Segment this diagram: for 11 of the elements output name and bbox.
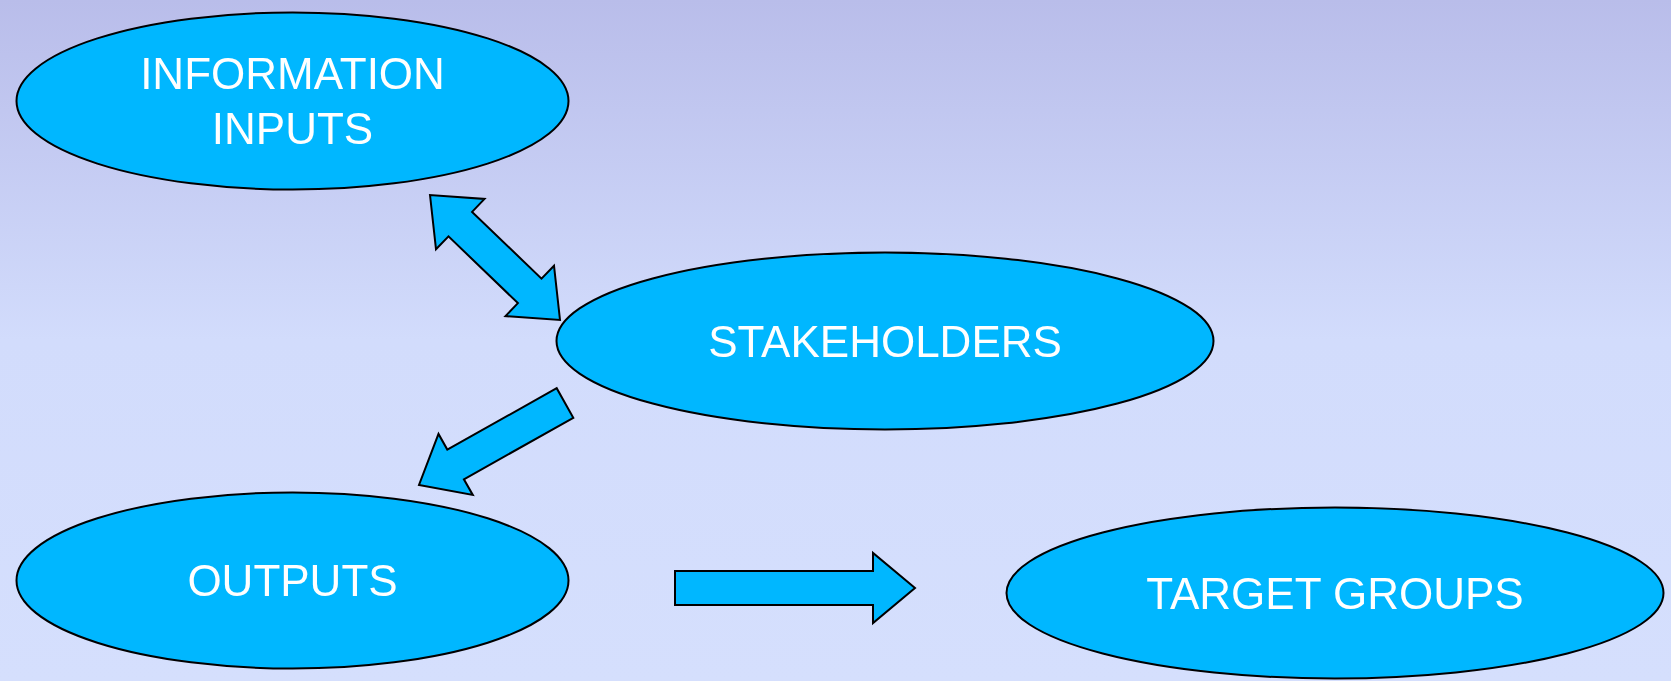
ellipse-node [1005,506,1665,680]
block-arrow [417,386,575,497]
node-label: STAKEHOLDERS [708,315,1062,368]
node-label: INFORMATION INPUTS [139,48,446,155]
block-arrow [674,550,917,626]
block-arrow [428,193,562,322]
node-label: TARGET GROUPS [1146,567,1524,620]
node-label: OUTPUTS [187,555,398,607]
ellipse-node [15,11,570,191]
ellipse-node [555,251,1215,431]
ellipse-node [15,491,570,670]
